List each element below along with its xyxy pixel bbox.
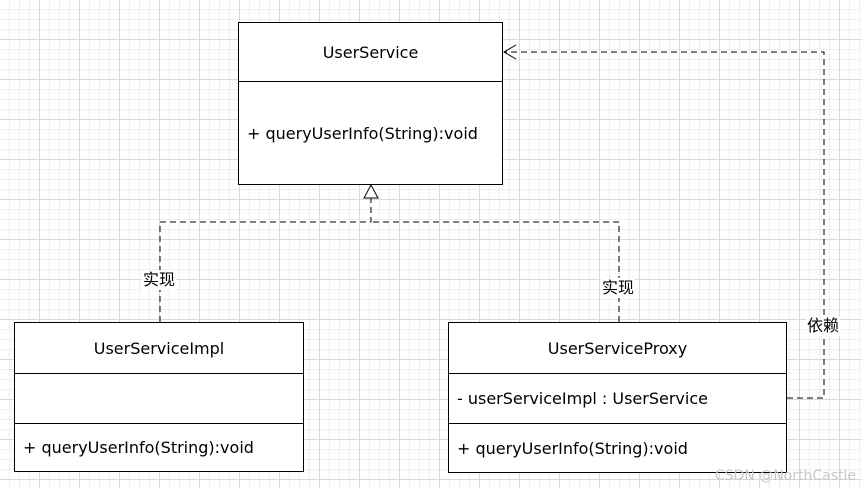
method-text: + queryUserInfo(String):void [247, 123, 478, 143]
realization-arrowhead [363, 183, 379, 199]
field-compartment [15, 373, 303, 423]
field-text: - userServiceImpl : UserService [457, 389, 708, 408]
dependency-arrowhead [503, 44, 517, 60]
method-compartment: + queryUserInfo(String):void [449, 423, 786, 472]
class-name: UserService [239, 23, 502, 81]
dependency-line [504, 51, 825, 399]
method-compartment: + queryUserInfo(String):void [15, 423, 303, 471]
field-compartment: - userServiceImpl : UserService [449, 373, 786, 423]
class-name-text: UserServiceImpl [93, 338, 225, 358]
class-name-text: UserServiceProxy [547, 338, 688, 358]
class-name-text: UserService [322, 42, 419, 62]
method-compartment: + queryUserInfo(String):void [239, 81, 502, 184]
class-name: UserServiceProxy [449, 323, 786, 373]
impl-realization-label: 实现 [142, 270, 177, 290]
user-service-class[interactable]: UserService + queryUserInfo(String):void [238, 22, 503, 185]
user-service-impl-class[interactable]: UserServiceImpl + queryUserInfo(String):… [14, 322, 304, 472]
proxy-realization-line [371, 221, 620, 322]
user-service-proxy-class[interactable]: UserServiceProxy - userServiceImpl : Use… [448, 322, 787, 473]
method-text: + queryUserInfo(String):void [457, 438, 688, 458]
proxy-realization-label: 实现 [601, 278, 636, 298]
impl-realization-line [159, 198, 372, 322]
watermark-text: CSDN @NorthCastle [714, 468, 856, 484]
dependency-label: 依赖 [806, 316, 841, 336]
class-name: UserServiceImpl [15, 323, 303, 373]
method-text: + queryUserInfo(String):void [23, 438, 254, 457]
